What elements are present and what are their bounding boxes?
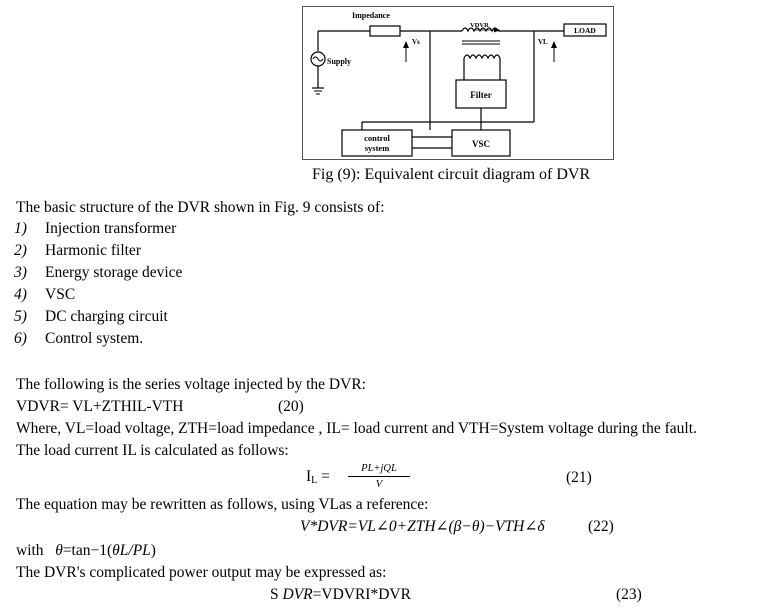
control-label-line1: control [364, 133, 390, 143]
list-item: Energy storage device [45, 264, 183, 281]
equation-20: VDVR= VL+ZTHIL-VTH [16, 398, 184, 415]
vsc-box [451, 129, 511, 157]
list-item: VSC [45, 286, 76, 303]
intro-paragraph: The basic structure of the DVR shown in … [16, 199, 385, 216]
equation-23-number: (23) [616, 586, 642, 603]
control-label-line2: system [365, 143, 390, 153]
where-paragraph: Where, VL=load voltage, ZTH=load impedan… [16, 420, 697, 437]
transformer-primary-coil [461, 27, 499, 33]
fraction-numerator: PL+jQL [361, 463, 397, 474]
vl-arrow [551, 41, 557, 48]
list-number: 1) [14, 220, 27, 237]
equation-21-lhs: IL = [306, 468, 330, 486]
equation-21-fraction: PL+jQL V [348, 462, 410, 491]
vs-label: Vs [412, 38, 420, 46]
figure-caption: Fig (9): Equivalent circuit diagram of D… [312, 166, 591, 183]
theta-definition: with θ=tan−1(θL/PL) [16, 542, 156, 559]
filter-label: Filter [470, 90, 492, 100]
series-voltage-paragraph: The following is the series voltage inje… [16, 376, 366, 393]
equation-22: V*DVR=VL∠0+ZTH∠(β−θ)−VTH∠δ [300, 518, 545, 535]
dvr-circuit-diagram: Impedance VDVR LOAD Vs VL Supply Filter … [302, 6, 614, 160]
complex-power-paragraph: The DVR's complicated power output may b… [16, 564, 387, 581]
impedance-label: Impedance [352, 11, 390, 20]
control-system-box [341, 129, 413, 157]
impedance-resistor [369, 25, 401, 37]
equation-21-number: (21) [566, 469, 592, 486]
list-item: DC charging circuit [45, 308, 168, 325]
fraction-denominator: V [375, 479, 383, 490]
list-number: 4) [14, 286, 27, 303]
list-item: Injection transformer [45, 220, 177, 237]
list-number: 5) [14, 308, 27, 325]
load-current-paragraph: The load current IL is calculated as fol… [16, 442, 289, 459]
rewrite-paragraph: The equation may be rewritten as follows… [16, 496, 429, 513]
list-item: Harmonic filter [45, 242, 141, 259]
list-number: 2) [14, 242, 27, 259]
vl-label: VL [538, 38, 548, 46]
list-number: 6) [14, 330, 27, 347]
vs-arrow [403, 41, 409, 48]
vdvr-label: VDVR [470, 22, 489, 29]
supply-label: Supply [327, 57, 351, 66]
load-box [563, 23, 607, 37]
list-item: Control system. [45, 330, 144, 347]
equation-22-number: (22) [588, 518, 614, 535]
list-number: 3) [14, 264, 27, 281]
equation-20-number: (20) [278, 398, 304, 415]
transformer-secondary-coil [463, 54, 501, 60]
vsc-label: VSC [472, 139, 490, 149]
load-label: LOAD [574, 26, 596, 35]
equation-23: S DVR=VDVRI*DVR [270, 586, 411, 603]
